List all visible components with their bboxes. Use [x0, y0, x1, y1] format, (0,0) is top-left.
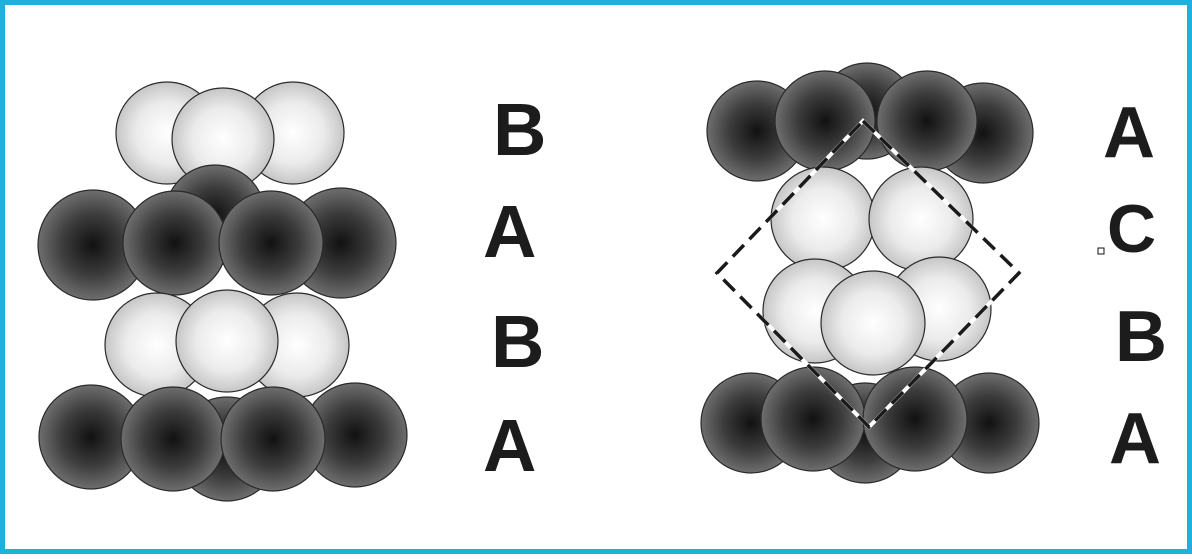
fcc-atom-c — [770, 166, 876, 272]
fcc-atom-c — [868, 166, 974, 272]
fcc-stack — [700, 62, 1040, 484]
fcc-atom-b — [820, 270, 926, 376]
fcc-unit-cell-outline — [714, 118, 1105, 430]
selection-handle-icon — [1097, 247, 1105, 255]
hcp-layer-label-4: A — [483, 404, 537, 487]
hcp-atom-b-middle — [175, 289, 279, 393]
hcp-layer-label-2: A — [483, 190, 537, 273]
fcc-layer-label-4: A — [1109, 399, 1161, 479]
unit-cell-outline-dashes — [714, 118, 1022, 430]
fcc-atom-a-top — [774, 70, 876, 172]
stacking-diagram — [37, 62, 1105, 502]
fcc-atom-a-top — [876, 70, 978, 172]
hcp-layer-label-1: B — [493, 88, 547, 171]
hcp-atom-a-upper — [122, 190, 228, 296]
hcp-atom-a-bottom — [120, 386, 226, 492]
fcc-layer-label-3: B — [1115, 297, 1167, 377]
hcp-atom-a-bottom — [220, 386, 326, 492]
hcp-stack — [37, 81, 408, 502]
hcp-atom-a-upper — [218, 190, 324, 296]
fcc-layer-label-1: A — [1103, 93, 1155, 173]
hcp-layer-label-3: B — [491, 300, 545, 383]
fcc-layer-label-2: C — [1107, 191, 1157, 267]
fcc-atom-a-bottom — [760, 366, 866, 472]
